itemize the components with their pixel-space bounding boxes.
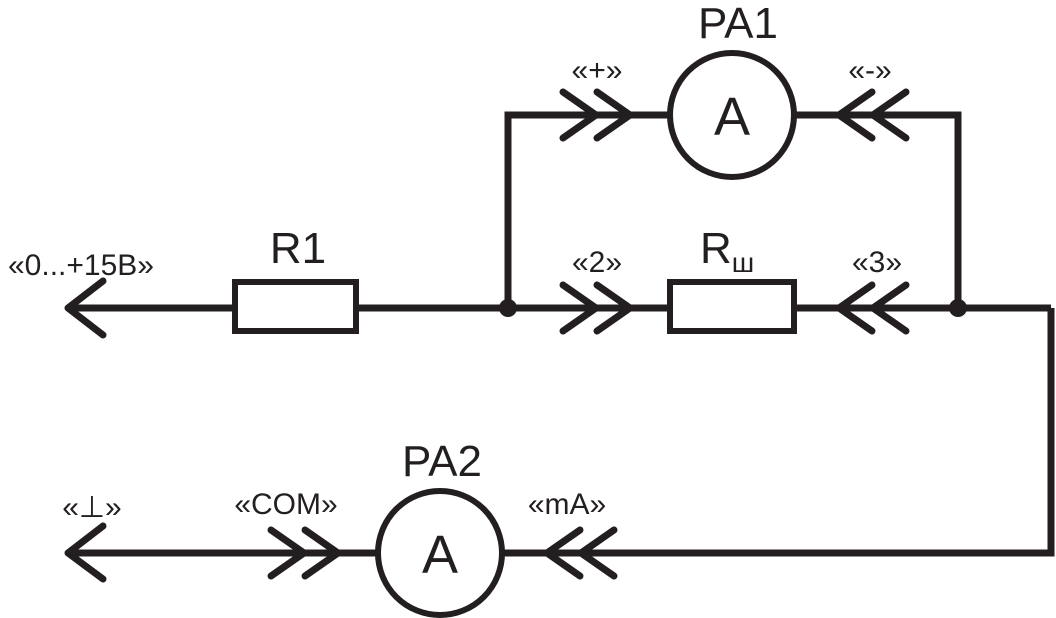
connector-plus — [559, 88, 634, 142]
ammeter-pa1-symbol: A — [714, 87, 750, 147]
terminal-label-minus: «-» — [848, 54, 891, 87]
resistor-rsh — [667, 279, 797, 334]
connector-2 — [559, 281, 634, 335]
ammeter-pa2 — [375, 488, 505, 618]
resistor-r1 — [232, 279, 359, 334]
terminal-label-2: «2» — [572, 246, 622, 279]
ground-terminal-arrow — [64, 522, 107, 583]
connector-ma — [543, 526, 618, 580]
terminal-label-plus: «+» — [572, 54, 623, 87]
wire-minus-to-node-right — [836, 111, 962, 308]
terminal-label-supply: «0...+15В» — [8, 249, 154, 282]
label-r1: R1 — [270, 224, 326, 273]
connector-3 — [835, 281, 910, 335]
terminal-label-ground: «⊥» — [62, 491, 122, 524]
terminal-label-3: «3» — [852, 246, 902, 279]
label-pa2: PA2 — [402, 437, 482, 486]
label-rsh-main: R — [700, 224, 732, 273]
ammeter-pa2-symbol: A — [422, 525, 458, 585]
label-rsh: Rш — [700, 224, 754, 278]
wire-node-left-to-plus — [504, 111, 632, 308]
wire-node-right-to-ma — [545, 308, 1055, 557]
junction-node-right — [949, 299, 967, 317]
connector-minus — [835, 88, 910, 142]
connector-com — [267, 526, 342, 580]
ammeter-pa1 — [667, 50, 797, 180]
label-pa1: PA1 — [698, 0, 778, 48]
terminal-label-com: «COM» — [234, 488, 337, 521]
junction-node-left — [499, 299, 517, 317]
supply-terminal-arrow — [64, 277, 107, 339]
terminal-label-ma: «mA» — [528, 488, 606, 521]
label-rsh-subscript: ш — [732, 247, 754, 278]
